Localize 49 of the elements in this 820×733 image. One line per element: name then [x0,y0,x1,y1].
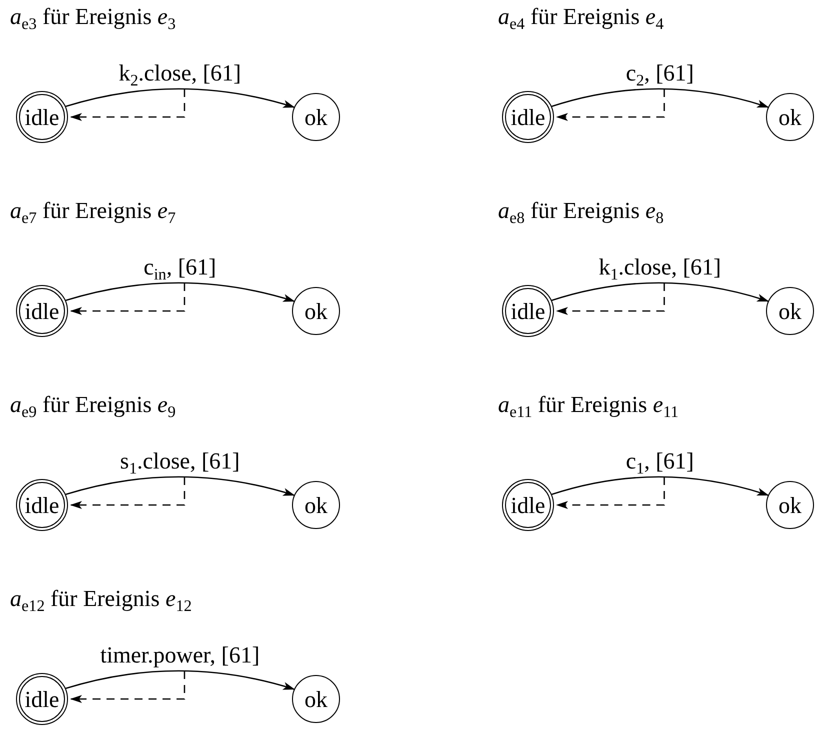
state-name: ok [778,494,802,516]
transition-arrow [66,88,296,108]
state-name: idle [510,494,546,516]
state-circle [292,287,340,335]
dashed-arrow [556,88,665,121]
state-name: ok [304,106,328,128]
dashed-arrow [70,282,186,315]
dashed-arrow [556,282,665,315]
start-state-circle [16,91,68,143]
state-name: idle [24,494,60,516]
transition-arrow [66,476,296,496]
start-state-circle [502,479,554,531]
automaton-title: a$_{e8}$ für Ereignis e$_{8}$ [498,198,664,224]
transition-arrow [552,476,770,496]
state-name: idle [510,300,546,322]
transition-arrow [552,282,770,302]
state-circle [292,481,340,529]
start-state-circle [502,285,554,337]
state-circle [292,675,340,723]
state-circle [766,93,814,141]
dashed-arrow [70,88,186,121]
start-state-circle [16,479,68,531]
state-name: ok [778,106,802,128]
start-state-circle [16,285,68,337]
start-state-circle [16,673,68,725]
state-name: ok [304,300,328,322]
dashed-arrow [70,476,186,509]
state-circle [766,287,814,335]
state-name: ok [304,494,328,516]
automaton-title: a$_{e7}$ für Ereignis e$_{7}$ [10,198,176,224]
automaton-title: a$_{e3}$ für Ereignis e$_{3}$ [10,4,176,30]
state-name: idle [24,106,60,128]
state-name: idle [24,300,60,322]
automaton-title: a$_{e4}$ für Ereignis e$_{4}$ [498,4,664,30]
state-name: idle [510,106,546,128]
dashed-arrow [70,670,186,703]
state-name: ok [304,688,328,710]
transition-arrow [66,282,296,302]
state-name: ok [778,300,802,322]
state-circle [766,481,814,529]
state-name: idle [24,688,60,710]
automaton-title: a$_{e12}$ für Ereignis e$_{12}$ [10,586,192,612]
transition-arrow [552,88,770,108]
transition-arrow [66,670,296,690]
automaton-title: a$_{e11}$ für Ereignis e$_{11}$ [498,392,679,418]
dashed-arrow [556,476,665,509]
automaton-title: a$_{e9}$ für Ereignis e$_{9}$ [10,392,176,418]
start-state-circle [502,91,554,143]
state-circle [292,93,340,141]
